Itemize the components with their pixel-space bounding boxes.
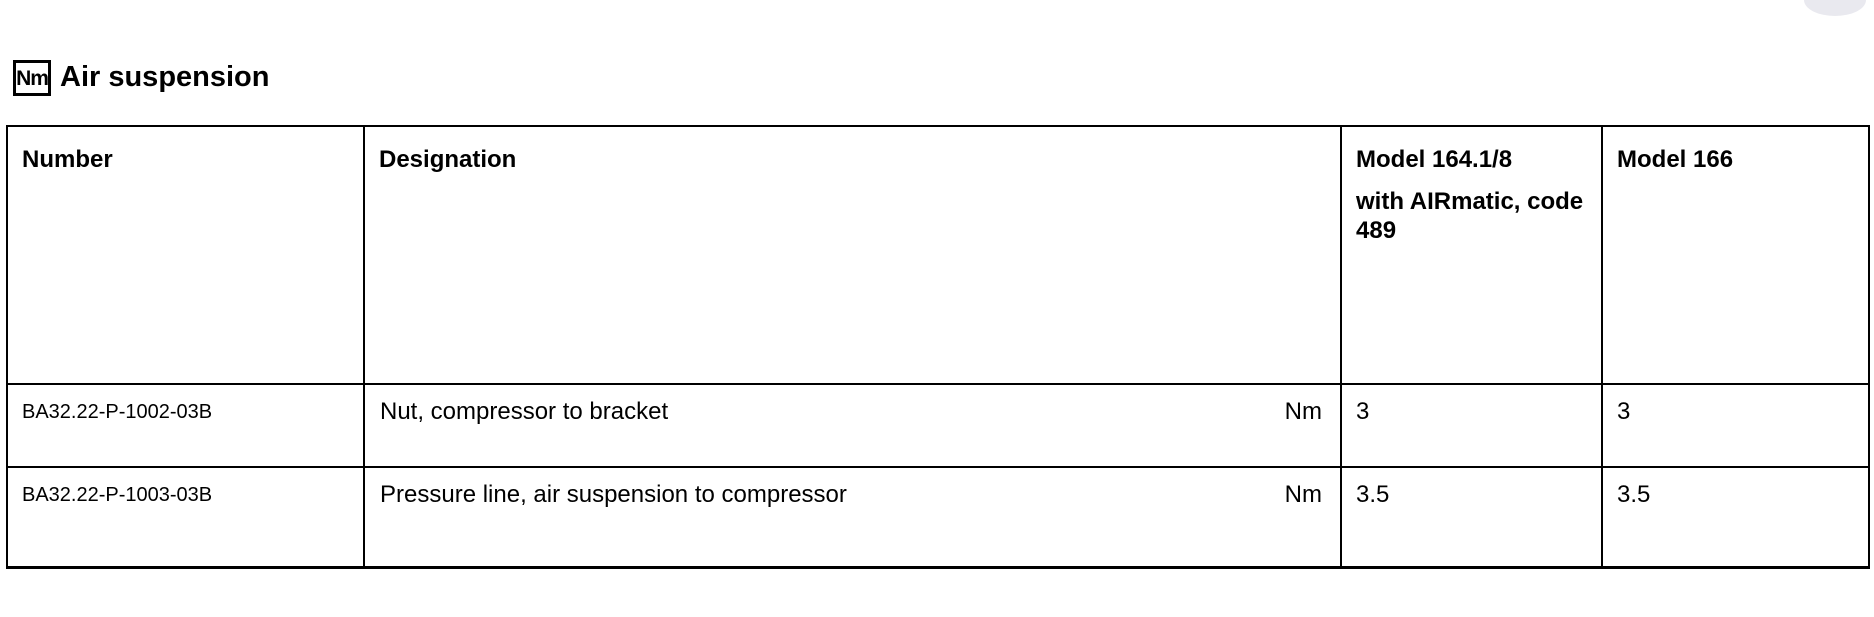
- column-header-model-164-label: Model 164.1/8: [1356, 146, 1513, 173]
- nm-torque-icon: Nm: [13, 60, 51, 96]
- column-header-model-166: Model 166: [1601, 125, 1870, 385]
- column-header-designation: Designation: [363, 125, 1342, 385]
- table-header-row: Number Designation Model 164.1/8 with AI…: [6, 125, 1870, 385]
- torque-spec-table: Number Designation Model 164.1/8 with AI…: [6, 125, 1870, 569]
- column-header-model-164: Model 164.1/8 with AIRmatic, code 489: [1340, 125, 1603, 385]
- designation-cell: Pressure line, air suspension to compres…: [363, 466, 1342, 568]
- unit-label: Nm: [1284, 398, 1322, 425]
- designation-cell: Nut, compressor to bracket Nm: [363, 383, 1342, 468]
- value-model-164-cell: 3: [1340, 383, 1603, 468]
- document-number-cell: BA32.22-P-1003-03B: [6, 466, 365, 568]
- unit-label: Nm: [1284, 481, 1322, 508]
- corner-scan-artifact: [1804, 0, 1866, 16]
- value-model-166-cell: 3: [1601, 383, 1870, 468]
- value-model-164-cell: 3.5: [1340, 466, 1603, 568]
- designation-text: Pressure line, air suspension to compres…: [380, 481, 847, 508]
- column-header-model-164-sublabel: with AIRmatic, code 489: [1356, 187, 1584, 244]
- designation-text: Nut, compressor to bracket: [380, 398, 669, 425]
- section-heading: Nm Air suspension: [13, 60, 270, 96]
- table-row: BA32.22-P-1003-03B Pressure line, air su…: [6, 466, 1870, 568]
- document-number-cell: BA32.22-P-1002-03B: [6, 383, 365, 468]
- value-model-166-cell: 3.5: [1601, 466, 1870, 568]
- table-row: BA32.22-P-1002-03B Nut, compressor to br…: [6, 383, 1870, 468]
- column-header-number: Number: [6, 125, 365, 385]
- page-title: Air suspension: [60, 60, 270, 93]
